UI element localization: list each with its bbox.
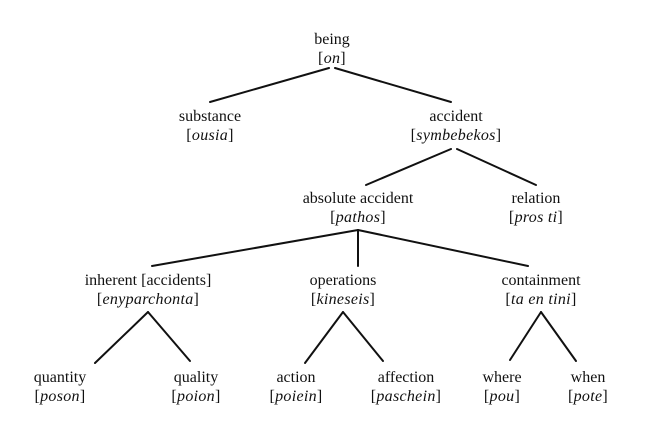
close-bracket: ] [193, 291, 200, 308]
node-greek-term: [paschein] [371, 387, 442, 406]
greek-word: poiein [275, 388, 317, 405]
node-term: where [482, 369, 522, 386]
close-bracket: ] [214, 388, 221, 405]
node-greek-term: [ta en tini] [501, 290, 580, 309]
open-bracket: [ [483, 388, 490, 405]
greek-word: ta en tini [511, 291, 571, 308]
open-bracket: [ [330, 209, 336, 226]
node-greek-term: [enyparchonta] [85, 290, 212, 309]
greek-word: symbebekos [416, 127, 496, 144]
close-bracket: ] [79, 388, 86, 405]
greek-word: pote [573, 388, 603, 405]
edge-being-to-accident [334, 67, 452, 103]
node-being: being[on] [314, 30, 350, 68]
close-bracket: ] [570, 291, 577, 308]
node-greek-term: [pou] [482, 387, 521, 406]
node-when: when[pote] [568, 368, 608, 406]
edge-operations-to-action [304, 311, 344, 364]
node-greek-term: [symbebekos] [411, 126, 502, 145]
edge-containment-to-when [540, 311, 577, 362]
node-term: containment [501, 272, 581, 289]
edge-accident-to-relation [456, 148, 537, 186]
node-term: being [314, 31, 350, 48]
node-substance: substance[ousia] [179, 107, 241, 145]
open-bracket: [ [508, 209, 515, 226]
open-bracket: [ [318, 50, 324, 67]
open-bracket: [ [505, 291, 512, 308]
greek-word: ousia [191, 127, 229, 144]
close-bracket: ] [316, 388, 323, 405]
node-term: operations [309, 272, 377, 289]
close-bracket: ] [495, 127, 502, 144]
close-bracket: ] [380, 209, 386, 226]
close-bracket: ] [228, 127, 234, 144]
node-greek-term: [poson] [34, 387, 86, 406]
node-quality: quality[poion] [171, 368, 220, 406]
greek-word: paschein [376, 388, 436, 405]
edge-inherent-accidents-to-quantity [94, 311, 149, 364]
node-absolute-accident: absolute accident[pathos] [303, 189, 414, 227]
node-greek-term: [poion] [171, 387, 220, 406]
node-term: when [570, 369, 606, 386]
node-containment: containment[ta en tini] [501, 271, 580, 309]
close-bracket: ] [369, 291, 376, 308]
greek-word: poson [40, 388, 80, 405]
node-operations: operations[kineseis] [310, 271, 377, 309]
close-bracket: ] [514, 388, 521, 405]
node-where: where[pou] [482, 368, 521, 406]
edge-being-to-substance [209, 67, 330, 103]
greek-word: pros ti [514, 209, 558, 226]
open-bracket: [ [310, 291, 317, 308]
node-greek-term: [ousia] [179, 126, 241, 145]
node-greek-term: [on] [314, 49, 350, 68]
node-greek-term: [kineseis] [310, 290, 377, 309]
greek-word: pou [489, 388, 515, 405]
node-term: relation [511, 190, 561, 207]
node-term: quality [173, 369, 219, 386]
open-bracket: [ [567, 388, 574, 405]
open-bracket: [ [410, 127, 417, 144]
node-term: accident [429, 108, 483, 125]
greek-word: kineseis [316, 291, 370, 308]
open-bracket: [ [370, 388, 377, 405]
node-greek-term: [pathos] [303, 208, 414, 227]
greek-word: on [323, 50, 341, 67]
node-action: action[poiein] [269, 368, 322, 406]
edge-containment-to-where [509, 311, 542, 361]
edge-absolute-accident-to-inherent-accidents [151, 229, 359, 267]
node-inherent-accidents: inherent [accidents][enyparchonta] [85, 271, 212, 309]
node-term: affection [377, 369, 435, 386]
close-bracket: ] [435, 388, 442, 405]
node-greek-term: [pote] [568, 387, 608, 406]
close-bracket: ] [602, 388, 609, 405]
edge-accident-to-absolute-accident [365, 148, 452, 186]
node-term: quantity [33, 369, 87, 386]
node-relation: relation[pros ti] [509, 189, 563, 227]
node-greek-term: [poiein] [269, 387, 322, 406]
node-term: action [276, 369, 316, 386]
node-greek-term: [pros ti] [509, 208, 563, 227]
open-bracket: [ [186, 127, 192, 144]
greek-word: enyparchonta [102, 291, 194, 308]
node-affection: affection[paschein] [371, 368, 442, 406]
node-term: substance [178, 108, 242, 125]
open-bracket: [ [269, 388, 276, 405]
close-bracket: ] [557, 209, 564, 226]
node-accident: accident[symbebekos] [411, 107, 502, 145]
edge-operations-to-affection [342, 311, 384, 362]
open-bracket: [ [96, 291, 103, 308]
node-term: inherent [accidents] [84, 272, 212, 289]
close-bracket: ] [340, 50, 346, 67]
greek-word: poion [177, 388, 215, 405]
node-quantity: quantity[poson] [34, 368, 86, 406]
node-term: absolute accident [302, 190, 414, 207]
edge-absolute-accident-to-containment [357, 229, 529, 267]
open-bracket: [ [171, 388, 178, 405]
greek-word: pathos [335, 209, 381, 226]
edge-inherent-accidents-to-quality [147, 311, 191, 362]
open-bracket: [ [34, 388, 41, 405]
